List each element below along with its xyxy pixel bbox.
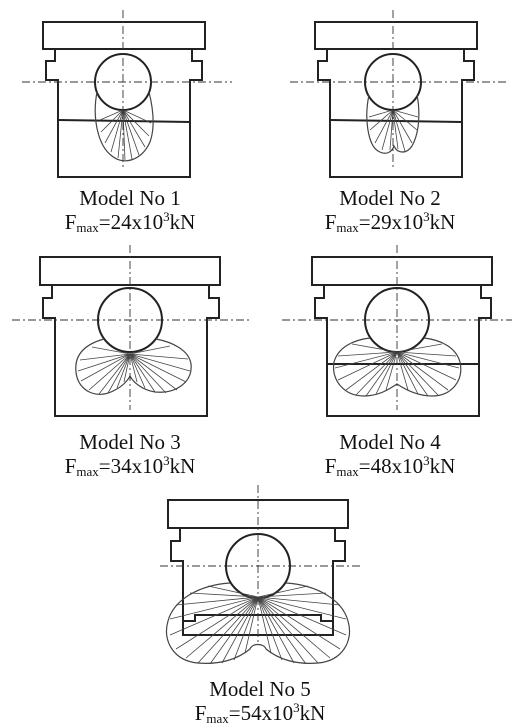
- model-1-diagram: [22, 10, 232, 178]
- model-3-force: Fmax=34x103kN: [64, 453, 196, 479]
- model-5-caption: Model No 5 Fmax=54x103kN: [150, 677, 370, 725]
- pressure-zone: [166, 582, 350, 665]
- model-3-caption: Model No 3 Fmax=34x103kN: [20, 430, 240, 478]
- model-4-name: Model No 4: [339, 430, 441, 454]
- mould-body: [314, 285, 492, 417]
- model-5-panel: Model No 5 Fmax=54x103kN: [130, 485, 390, 727]
- model-3-name: Model No 3: [79, 430, 181, 454]
- mould-body: [42, 285, 220, 417]
- mould-body: [45, 49, 203, 178]
- top-plate: [314, 21, 478, 50]
- model-4-panel: Model No 4 Fmax=48x103kN: [260, 240, 519, 485]
- center-axes: [160, 485, 360, 643]
- model-4-force: Fmax=48x103kN: [324, 453, 456, 479]
- mould-body: [317, 49, 475, 178]
- center-axes: [282, 245, 512, 410]
- model-3-panel: Model No 3 Fmax=34x103kN: [0, 240, 260, 485]
- model-4-diagram: [282, 245, 512, 417]
- center-axes: [290, 10, 508, 168]
- pressure-zone: [366, 94, 420, 154]
- model-3-diagram: [12, 245, 252, 417]
- model-2-force: Fmax=29x103kN: [324, 209, 456, 235]
- model-1-name: Model No 1: [79, 186, 181, 210]
- model-2-panel: Model No 2 Fmax=29x103kN: [260, 0, 519, 240]
- model-1-force: Fmax=24x103kN: [64, 209, 196, 235]
- model-2-name: Model No 2: [339, 186, 441, 210]
- inner-ledge: [57, 119, 191, 123]
- model-5-name: Model No 5: [209, 677, 311, 701]
- model-4-caption: Model No 4 Fmax=48x103kN: [280, 430, 500, 478]
- model-5-diagram: [160, 485, 360, 665]
- model-1-caption: Model No 1 Fmax=24x103kN: [20, 186, 240, 234]
- model-1-panel: Model No 1 Fmax=24x103kN: [0, 0, 260, 240]
- model-2-caption: Model No 2 Fmax=29x103kN: [280, 186, 500, 234]
- model-5-force: Fmax=54x103kN: [194, 700, 326, 726]
- top-plate: [42, 21, 206, 50]
- model-2-diagram: [290, 10, 508, 178]
- center-axes: [12, 245, 252, 410]
- center-axes: [22, 10, 232, 168]
- top-plate: [311, 256, 493, 286]
